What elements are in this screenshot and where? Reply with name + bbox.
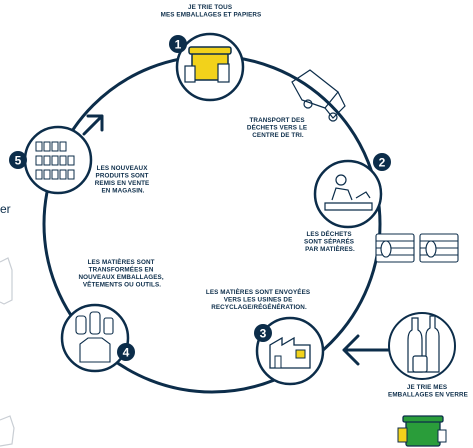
glass-arrow-icon — [342, 334, 390, 366]
sorting-center-icon — [313, 159, 383, 229]
green-bin-icon — [397, 415, 447, 447]
step-1-badge: 1 — [169, 35, 187, 53]
step-3-label: LES MATIÈRES SONT ENVOYÉES VERS LES USIN… — [206, 287, 312, 311]
step-5-badge: 5 — [9, 151, 27, 169]
truck-icon — [291, 69, 346, 122]
step-2-badge: 2 — [373, 153, 391, 171]
factory-icon — [255, 316, 325, 386]
step-3-badge: 3 — [254, 324, 272, 342]
edge-fragment-text: er — [0, 202, 11, 216]
step-4-badge: 4 — [117, 343, 135, 361]
step-2-number: 2 — [379, 156, 386, 170]
step-1-number: 1 — [175, 38, 182, 52]
step-2-label: LES DÉCHETS SONT SÉPARÉS PAR MATIÈRES. — [304, 229, 356, 253]
store-shelves-icon — [23, 125, 93, 195]
step-5-number: 5 — [15, 154, 22, 168]
step-3-number: 3 — [260, 327, 267, 341]
glass-label: JE TRIE MES EMBALLAGES EN VERRE — [388, 384, 468, 399]
material-bales-icon — [375, 233, 459, 263]
step-4-number: 4 — [123, 346, 130, 360]
glass-bottles-icon — [388, 312, 456, 380]
new-products-icon — [60, 303, 130, 373]
cycle-arrow-icon — [82, 114, 104, 136]
step-1-label: JE TRIE TOUS MES EMBALLAGES ET PAPIERS — [161, 4, 262, 19]
step-4-label: LES MATIÈRES SONT TRANSFORMÉES EN NOUVEA… — [78, 257, 165, 289]
transport-label: TRANSPORT DES DÉCHETS VERS LE CENTRE DE … — [247, 117, 309, 139]
yellow-bin-icon — [175, 32, 245, 102]
edge-bottle-icon — [0, 257, 15, 447]
step-5-label: LES NOUVEAUX PRODUITS SONT REMIS EN VENT… — [95, 165, 151, 195]
